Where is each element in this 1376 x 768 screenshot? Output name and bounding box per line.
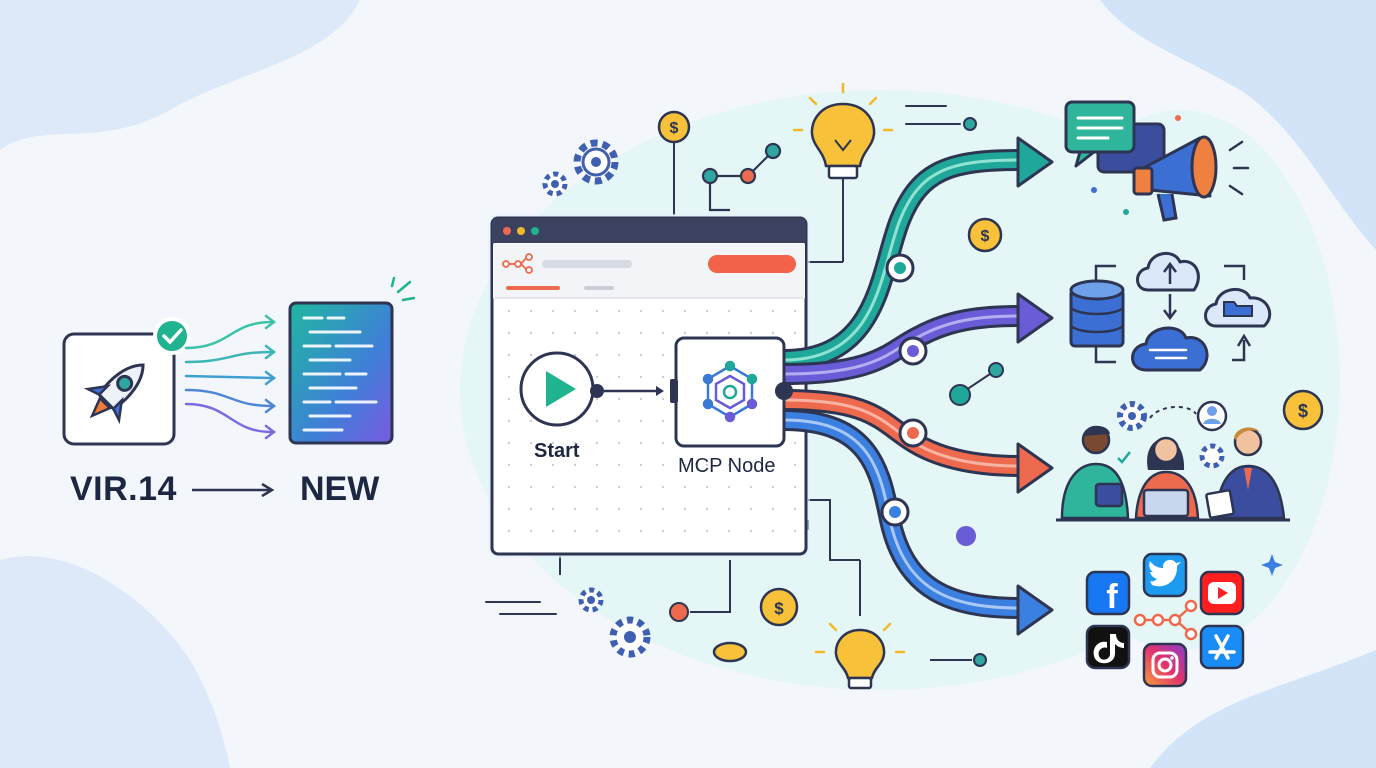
app-store-icon <box>1199 624 1245 670</box>
facebook-icon: f <box>1085 570 1131 616</box>
app-window <box>488 214 810 558</box>
network-icon <box>702 360 758 423</box>
coin-icon: $ <box>967 217 1003 253</box>
dash-line-icon <box>905 105 977 131</box>
instagram-icon <box>1142 642 1188 688</box>
lightbulb-icon <box>814 560 906 690</box>
database-icon <box>1069 279 1125 348</box>
cloud-sync-icon <box>1131 326 1209 372</box>
svg-text:$: $ <box>981 228 990 245</box>
start-node[interactable] <box>519 351 604 427</box>
svg-text:$: $ <box>774 599 784 618</box>
version-arrow <box>192 482 275 498</box>
toolbar-action-button[interactable] <box>708 255 796 273</box>
rocket-card <box>62 317 191 446</box>
edge-arrow <box>604 386 664 396</box>
new-version-label: NEW <box>300 470 380 508</box>
gear-icon <box>578 587 651 658</box>
workflow-logo-icon <box>1133 599 1198 641</box>
sparkle-icon <box>1261 554 1283 576</box>
migration-arrows <box>184 314 277 440</box>
twitter-icon <box>1142 552 1188 598</box>
social-media-apps: f <box>1085 552 1245 688</box>
mcp-node-label: MCP Node <box>678 455 776 477</box>
connector-icon <box>701 142 782 212</box>
lightbulb-icon <box>792 82 894 263</box>
gear-icon <box>1117 401 1225 469</box>
tab-active[interactable] <box>506 286 560 290</box>
youtube-icon <box>1199 570 1245 616</box>
coin-icon: $ <box>657 110 691 215</box>
mcp-node[interactable] <box>670 336 793 448</box>
cloud-upload-icon <box>1136 252 1200 321</box>
database-cloud-storage <box>1069 252 1272 372</box>
connector-icon <box>669 560 731 622</box>
tiktok-icon <box>1085 624 1131 670</box>
old-version-label: VIR.14 <box>70 470 177 508</box>
tab-inactive[interactable] <box>584 286 614 290</box>
coin-icon: $ <box>1282 389 1324 431</box>
dash-line-icon <box>930 653 987 667</box>
start-node-label: Start <box>534 440 580 462</box>
user-icon <box>1196 400 1228 432</box>
team-collaboration <box>1056 400 1290 522</box>
output-flow-arrows <box>783 136 1054 636</box>
dash-line-icon <box>485 601 557 615</box>
coin-icon: $ <box>712 587 799 663</box>
gear-icon <box>542 139 619 197</box>
svg-text:$: $ <box>1298 401 1308 421</box>
workflow-logo-icon <box>502 253 533 274</box>
cloud-folder-icon <box>1204 288 1272 328</box>
svg-text:f: f <box>1106 578 1118 616</box>
messaging-megaphone <box>1064 100 1250 222</box>
connector-icon <box>949 362 1004 546</box>
svg-text:$: $ <box>670 120 679 137</box>
new-document-icon <box>288 276 416 445</box>
